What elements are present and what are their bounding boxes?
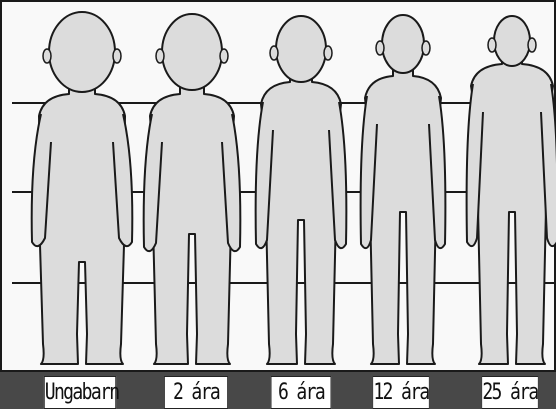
figure-12-years [361,15,446,364]
figure-6-years [256,16,347,364]
age-label-newborn: Ungabarn [44,376,116,409]
body-outline [150,86,234,364]
body-outline [471,62,553,364]
age-label-6-years: 6 ára [271,376,332,409]
head [382,15,424,73]
ear [156,49,164,63]
ear [220,49,228,63]
ear [528,38,536,52]
body-figures [2,2,556,374]
age-label-25-years: 25 ára [481,376,538,409]
ear [376,41,384,55]
head [49,12,115,92]
figure-25-years [467,16,556,364]
head [494,16,530,66]
ear [324,46,332,60]
ear [43,49,51,63]
ear [488,38,496,52]
age-label-12-years: 12 ára [372,376,429,409]
figure-2-years [144,14,241,364]
ear [422,41,430,55]
ear [270,46,278,60]
age-label-bar: Ungabarn 2 ára 6 ára 12 ára 25 ára [0,372,556,409]
head [162,14,222,90]
figure-panel [0,0,556,372]
ear [113,49,121,63]
body-outline [39,88,125,364]
figure-newborn [32,12,133,364]
body-outline [261,78,341,364]
head [276,16,326,82]
age-label-2-years: 2 ára [164,376,228,409]
body-outline [365,69,441,364]
